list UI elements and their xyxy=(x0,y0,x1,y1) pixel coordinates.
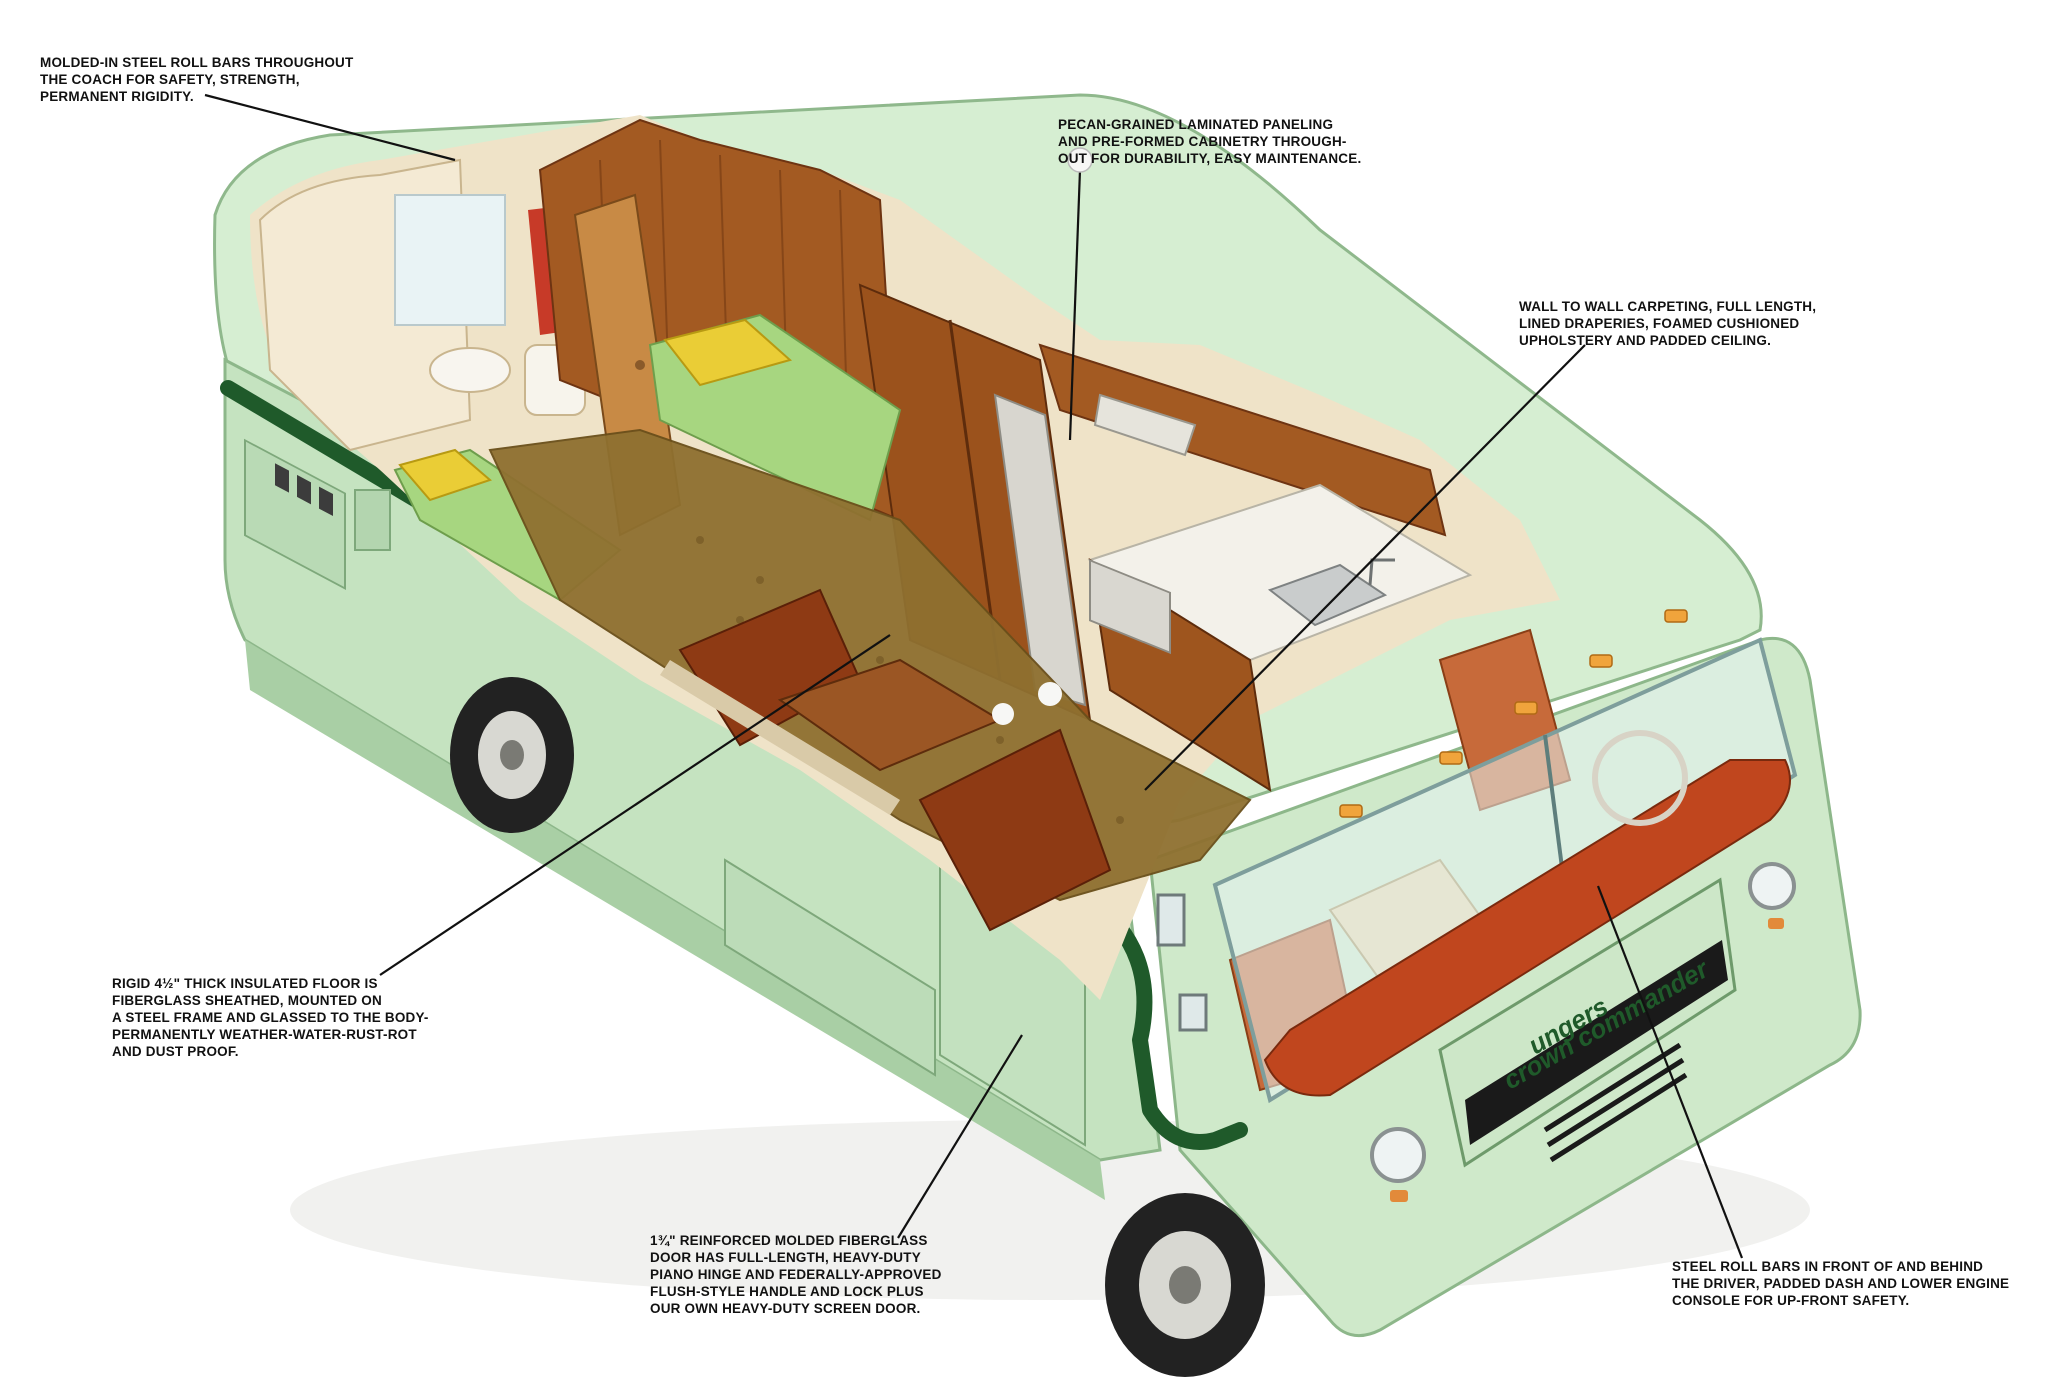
front-wheel xyxy=(1105,1193,1265,1377)
headlight-left xyxy=(1370,1127,1426,1183)
rv-storage-compartment xyxy=(724,858,936,1077)
windshield xyxy=(1212,637,1798,1104)
callout-paneling: PECAN-GRAINED LAMINATED PANELING AND PRE… xyxy=(1058,117,1362,166)
padded-dash xyxy=(1263,759,1791,1097)
rv-utility-hatch xyxy=(354,489,391,551)
leader-floor xyxy=(379,634,891,976)
galley-sink xyxy=(1267,563,1388,627)
leader-dot-dinette-2 xyxy=(1038,682,1062,706)
leader-door xyxy=(897,1034,1023,1239)
leader-carpeting xyxy=(1144,344,1586,791)
leader-paneling xyxy=(1068,169,1082,441)
dinette-window-ledge xyxy=(660,660,900,815)
refrigerator xyxy=(993,393,1087,707)
grille-slats xyxy=(1543,1042,1688,1163)
door-knob xyxy=(635,360,645,370)
turn-signal-right xyxy=(1768,918,1784,929)
front-black-band xyxy=(1465,940,1728,1145)
callout-roll-bars: MOLDED-IN STEEL ROLL BARS THROUGHOUT THE… xyxy=(40,55,354,104)
leader-front-safety xyxy=(1596,885,1744,1259)
headlight-right xyxy=(1748,862,1796,910)
leader-dot-dinette xyxy=(992,703,1014,725)
callout-floor: RIGID 4½" THICK INSULATED FLOOR IS FIBER… xyxy=(112,976,429,1059)
rv-side-wall xyxy=(223,357,1162,1162)
galley-upper-cabinets xyxy=(1038,343,1447,537)
side-mirror-lower xyxy=(1178,993,1208,1032)
callout-front-safety: STEEL ROLL BARS IN FRONT OF AND BEHIND T… xyxy=(1672,1259,2010,1308)
steering-wheel xyxy=(1592,730,1688,826)
callout-leader-lines xyxy=(204,93,1744,1259)
bath-sink xyxy=(429,347,511,393)
bath-mirror xyxy=(394,194,506,326)
dinette-seat-front xyxy=(918,728,1112,932)
rear-bed-pillow xyxy=(663,318,793,387)
roof-marker-lights xyxy=(1339,609,1688,818)
side-mirror xyxy=(1156,893,1186,947)
range-hood xyxy=(1093,393,1197,457)
callout-carpeting: WALL TO WALL CARPETING, FULL LENGTH, LIN… xyxy=(1519,299,1817,348)
leader-roll-bars xyxy=(204,93,456,162)
rv-rear-vents xyxy=(244,438,346,590)
paneling-leader-dot xyxy=(1067,147,1093,173)
turn-signal-left xyxy=(1390,1190,1408,1202)
callout-door: 1¾" REINFORCED MOLDED FIBERGLASS DOOR HA… xyxy=(650,1233,942,1316)
rear-wheel xyxy=(450,677,574,833)
stove xyxy=(1089,558,1171,655)
side-bunk-pillow xyxy=(398,448,492,502)
